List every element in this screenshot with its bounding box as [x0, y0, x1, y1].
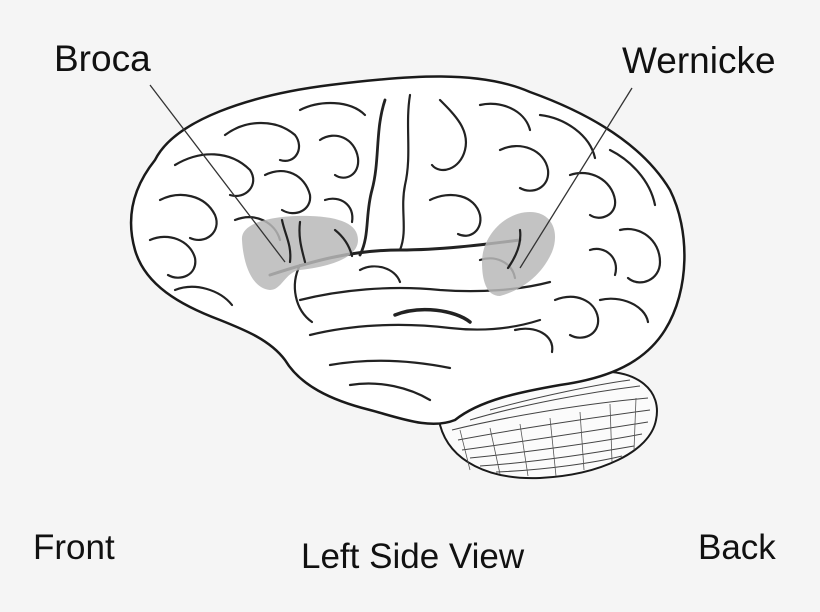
- broca-label: Broca: [54, 38, 151, 79]
- view-title: Left Side View: [301, 537, 525, 576]
- wernicke-area: [482, 212, 556, 296]
- wernicke-leader-line: [519, 87, 633, 269]
- broca-leader-line: [149, 84, 286, 263]
- broca-area: [241, 215, 358, 290]
- cerebrum: [129, 75, 686, 426]
- front-label: Front: [33, 528, 115, 567]
- wernicke-label: Wernicke: [622, 40, 776, 81]
- back-label: Back: [698, 528, 776, 567]
